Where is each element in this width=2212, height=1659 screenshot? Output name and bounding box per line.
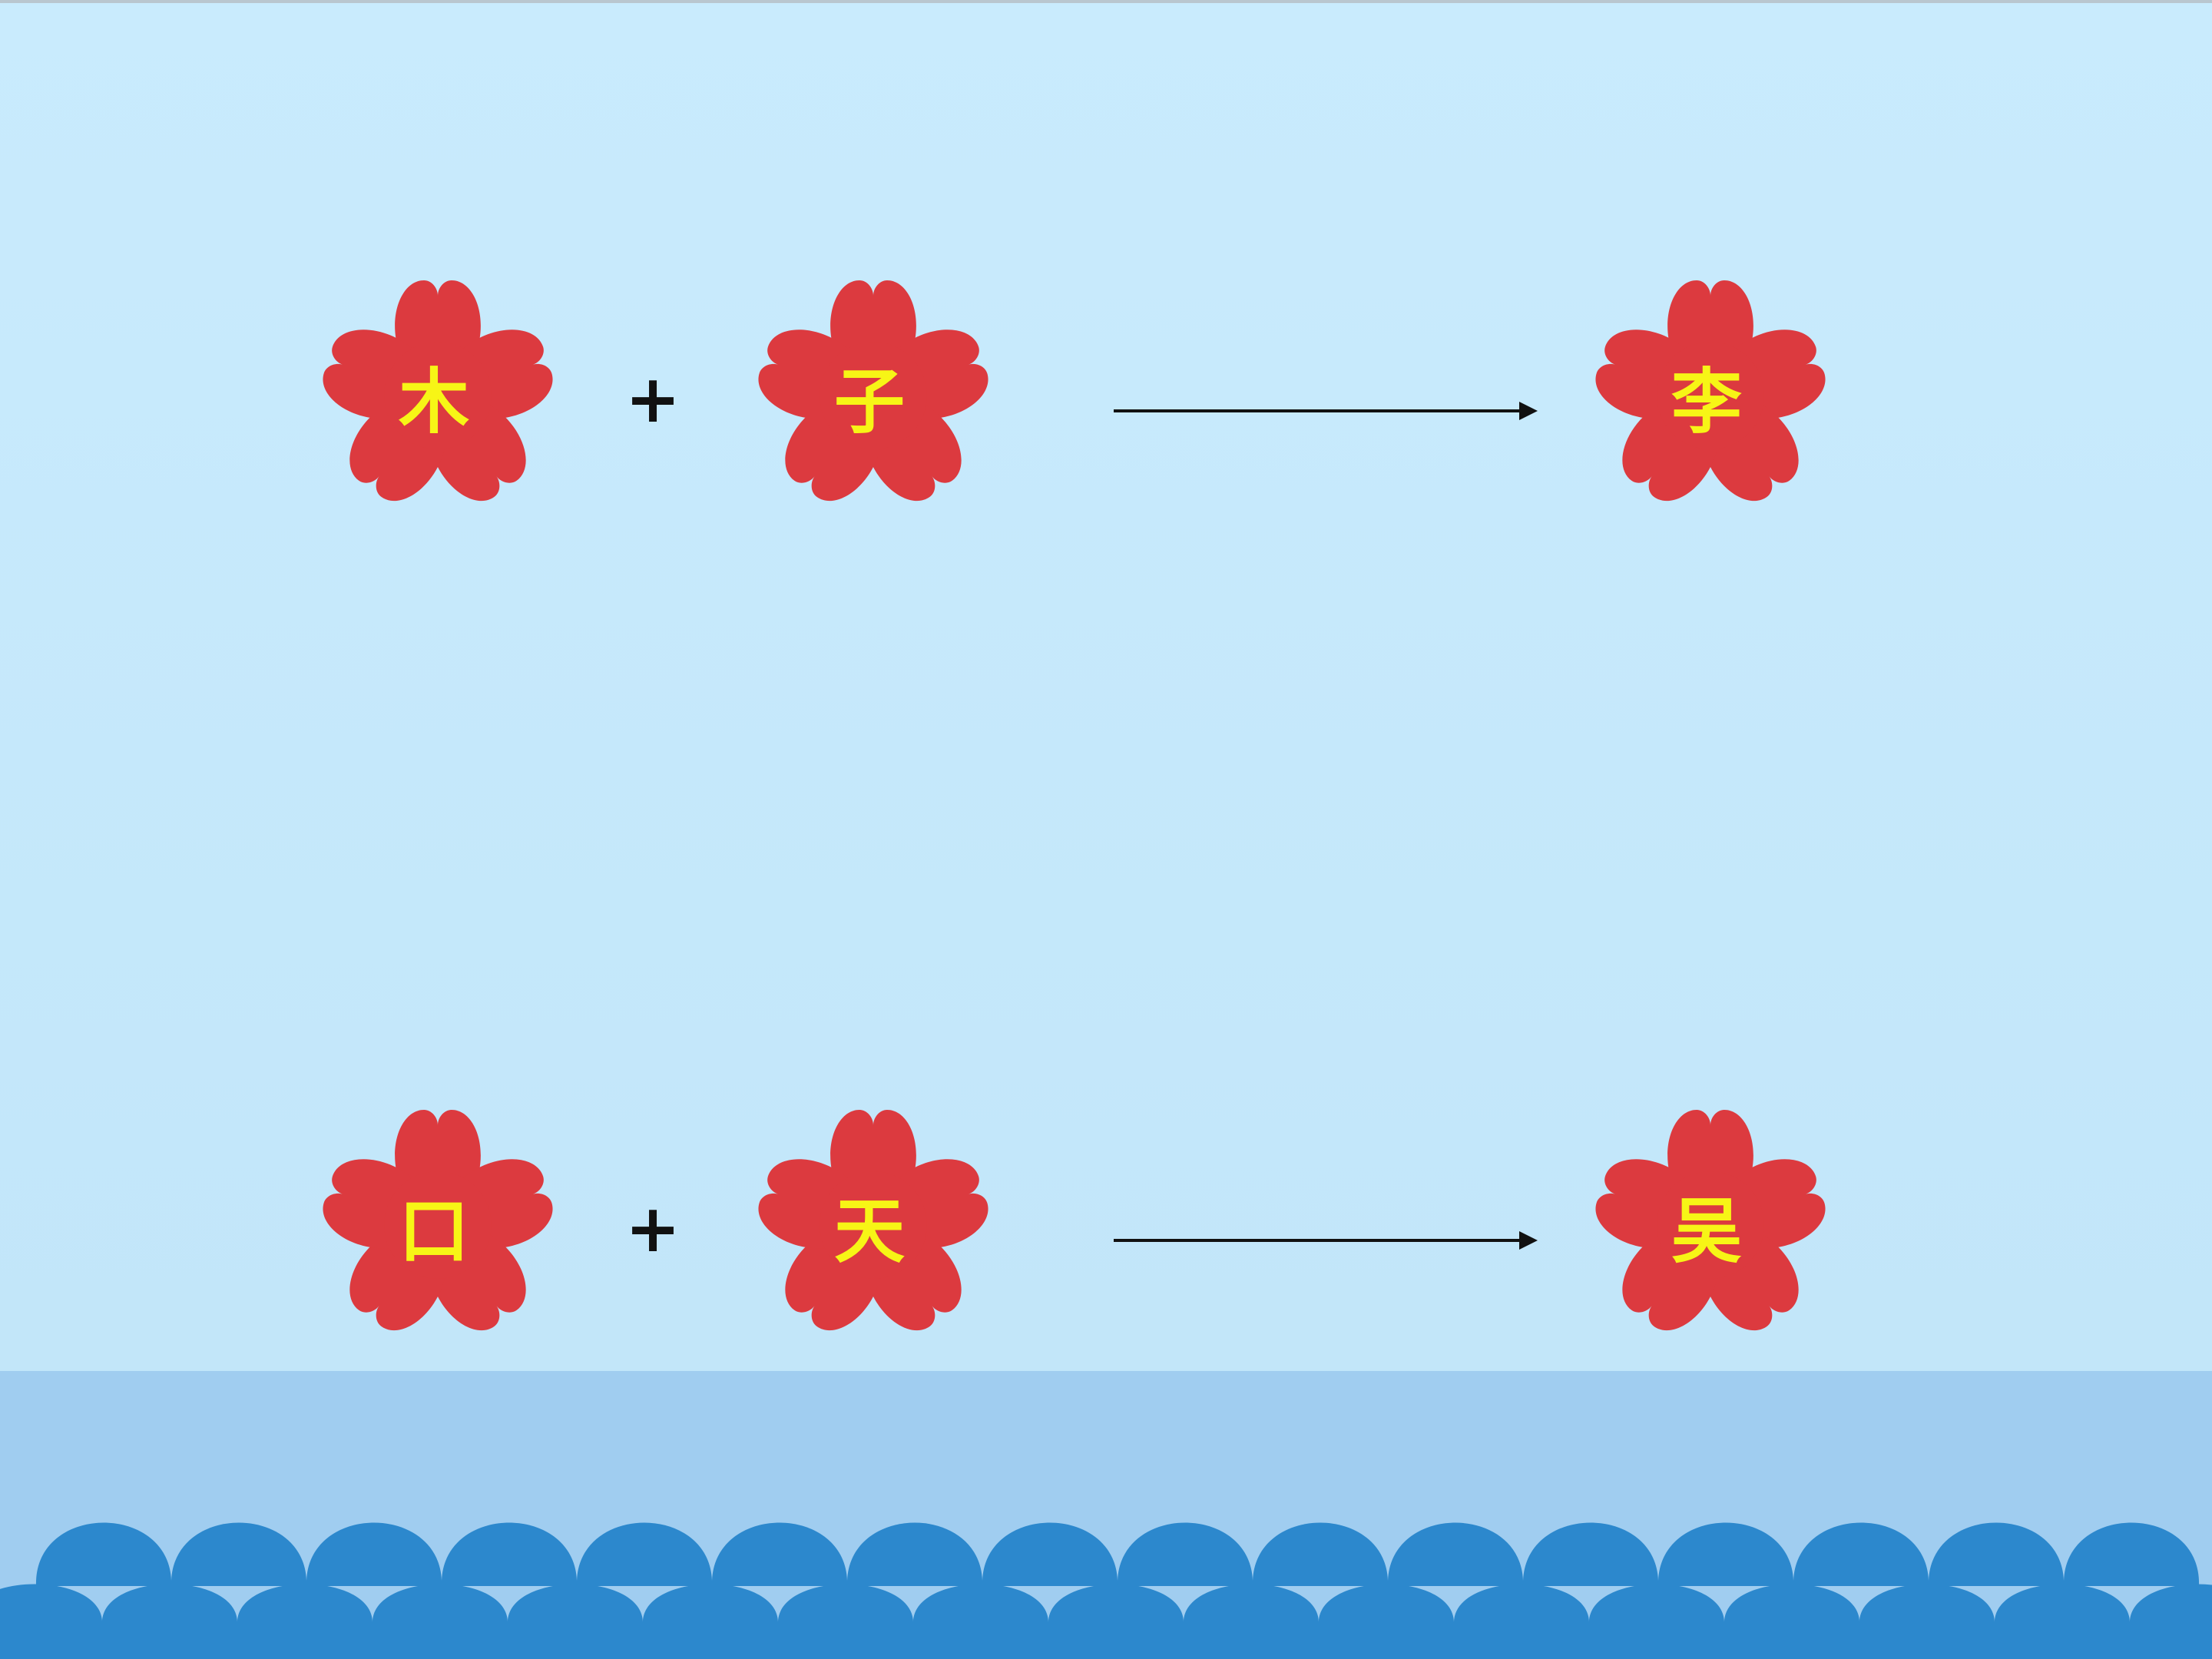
wave-scallop: [507, 1584, 644, 1659]
wave-scallop: [1588, 1584, 1725, 1659]
wave-scallop: [372, 1584, 508, 1659]
flower-row2-right: 天: [747, 1102, 1000, 1348]
flower-row1-right: 子: [747, 273, 1000, 518]
wave-scallop: [1117, 1522, 1253, 1586]
arrow-right-icon: [1114, 1231, 1538, 1250]
wave-scallop: [1387, 1522, 1524, 1586]
wave-scallop: [1048, 1584, 1184, 1659]
wave-scallop: [982, 1522, 1118, 1586]
wave-pattern: [0, 1522, 2212, 1659]
wave-scallop: [101, 1584, 238, 1659]
flower-row1-left: 木: [311, 273, 565, 518]
character-row1-left: 木: [398, 359, 469, 443]
character-row2-right: 天: [833, 1189, 905, 1273]
wave-scallop: [2129, 1584, 2212, 1659]
wave-scallop: [1724, 1584, 1860, 1659]
wave-scallop: [171, 1522, 307, 1586]
wave-scallop: [777, 1584, 914, 1659]
wave-scallop: [35, 1522, 172, 1586]
slide-background: [0, 0, 2212, 1371]
wave-scallop: [642, 1584, 779, 1659]
wave-scallop: [2063, 1522, 2200, 1586]
flower-row2-left: 口: [311, 1102, 565, 1348]
wave-scallop: [237, 1584, 373, 1659]
wave-scallop: [711, 1522, 848, 1586]
wave-scallop: [912, 1584, 1049, 1659]
wave-scallop: [1657, 1522, 1794, 1586]
wave-scallop: [1252, 1522, 1389, 1586]
wave-scallop: [1522, 1522, 1659, 1586]
wave-scallop: [846, 1522, 983, 1586]
character-row1-result: 李: [1671, 359, 1742, 443]
flower-row2-result: 吴: [1584, 1102, 1837, 1348]
wave-scallop: [1994, 1584, 2131, 1659]
character-row2-result: 吴: [1671, 1189, 1742, 1273]
wave-scallop: [0, 1584, 103, 1659]
wave-scallop: [1928, 1522, 2065, 1586]
wave-scallop: [1793, 1522, 1929, 1586]
wave-scallop: [1453, 1584, 1590, 1659]
wave-scallop: [576, 1522, 713, 1586]
wave-scallop: [1183, 1584, 1320, 1659]
plus-sign-row2: +: [624, 1190, 681, 1267]
character-row2-left: 口: [398, 1189, 469, 1273]
character-row1-right: 子: [833, 359, 905, 443]
arrow-right-icon: [1114, 402, 1538, 420]
wave-scallop: [1318, 1584, 1455, 1659]
wave-scallop: [1859, 1584, 1995, 1659]
wave-scallop: [441, 1522, 578, 1586]
plus-sign-row1: +: [624, 361, 681, 438]
flower-row1-result: 李: [1584, 273, 1837, 518]
wave-scallop: [306, 1522, 442, 1586]
